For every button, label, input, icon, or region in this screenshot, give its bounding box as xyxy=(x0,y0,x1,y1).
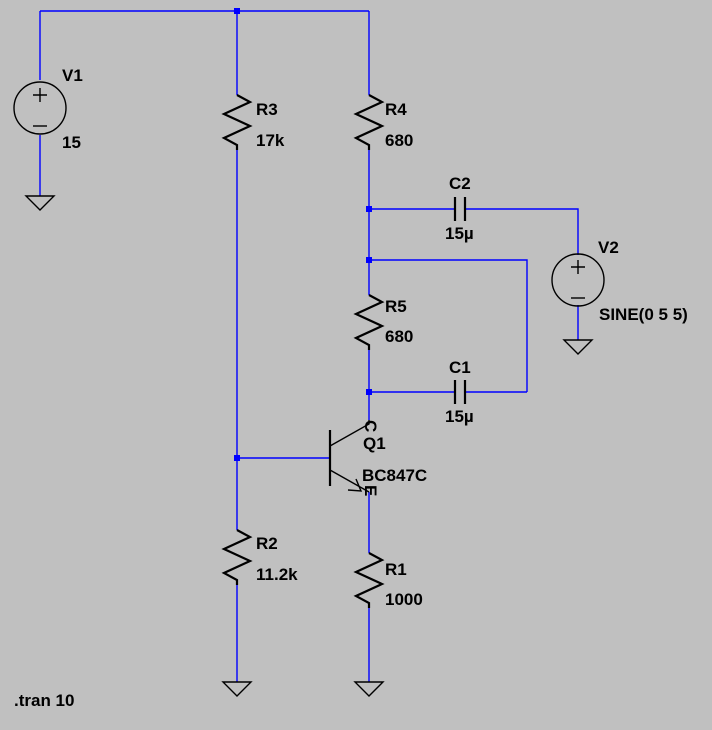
v1-value: 15 xyxy=(62,133,81,152)
wire-feedback-top[interactable] xyxy=(369,259,528,392)
capacitor-plates-icon xyxy=(453,380,467,404)
v1-name: V1 xyxy=(62,66,83,85)
q1-collector-pin: C xyxy=(361,420,380,432)
resistor-r5[interactable]: R5 680 xyxy=(353,294,413,350)
r5-value: 680 xyxy=(385,327,413,346)
v2-value: SINE(0 5 5) xyxy=(599,305,688,324)
c2-name: C2 xyxy=(449,174,471,193)
q1-emitter-pin: E xyxy=(361,485,380,496)
q1-model: BC847C xyxy=(362,466,427,485)
r5-name: R5 xyxy=(385,297,407,316)
source-circle-icon xyxy=(551,253,605,307)
resistor-zigzag-icon xyxy=(353,552,385,608)
v2-name: V2 xyxy=(598,238,619,257)
r3-name: R3 xyxy=(256,100,278,119)
junction-base xyxy=(234,455,240,461)
r3-value: 17k xyxy=(256,131,285,150)
transistor-emitter-icon xyxy=(329,469,370,493)
junction-feedback xyxy=(366,257,372,263)
plus-icon xyxy=(571,260,585,274)
source-circle-icon xyxy=(13,81,67,135)
resistor-r2[interactable]: R2 11.2k xyxy=(221,529,298,585)
ground-icon xyxy=(562,339,594,355)
c1-value: 15µ xyxy=(445,407,474,426)
c1-name: C1 xyxy=(449,358,471,377)
emitter-arrow-icon xyxy=(347,478,363,492)
junctions xyxy=(234,8,372,461)
r4-value: 680 xyxy=(385,131,413,150)
wires xyxy=(39,10,579,682)
r4-name: R4 xyxy=(385,100,407,119)
capacitor-plates-icon xyxy=(453,197,467,221)
resistor-r1[interactable]: R1 1000 xyxy=(353,552,423,609)
plus-icon xyxy=(33,88,47,102)
junction-top xyxy=(234,8,240,14)
grounds xyxy=(24,195,594,697)
junction-c2 xyxy=(366,206,372,212)
capacitor-c2[interactable]: C2 15µ xyxy=(445,174,474,243)
resistor-r3[interactable]: R3 17k xyxy=(221,94,285,150)
r1-name: R1 xyxy=(385,560,407,579)
r2-name: R2 xyxy=(256,534,278,553)
ground-icon xyxy=(353,681,385,697)
voltage-source-v1[interactable]: V1 15 xyxy=(13,66,83,152)
resistor-zigzag-icon xyxy=(221,529,253,585)
r2-value: 11.2k xyxy=(256,565,298,584)
ground-icon xyxy=(24,195,56,211)
resistor-zigzag-icon xyxy=(221,94,253,150)
capacitor-c1[interactable]: C1 15µ xyxy=(445,358,474,426)
transistor-collector-icon xyxy=(329,420,370,447)
resistor-zigzag-icon xyxy=(353,294,385,350)
c2-value: 15µ xyxy=(445,224,474,243)
transistor-q1[interactable]: C E Q1 BC847C xyxy=(328,420,427,496)
voltage-source-v2[interactable]: V2 SINE(0 5 5) xyxy=(551,238,688,324)
q1-name: Q1 xyxy=(363,434,386,453)
junction-c1 xyxy=(366,389,372,395)
ground-icon xyxy=(221,681,253,697)
r1-value: 1000 xyxy=(385,590,423,609)
resistor-zigzag-icon xyxy=(353,94,385,150)
resistor-r4[interactable]: R4 680 xyxy=(353,94,413,150)
spice-directive[interactable]: .tran 10 xyxy=(14,691,74,710)
wire-c2-right[interactable] xyxy=(465,208,579,255)
